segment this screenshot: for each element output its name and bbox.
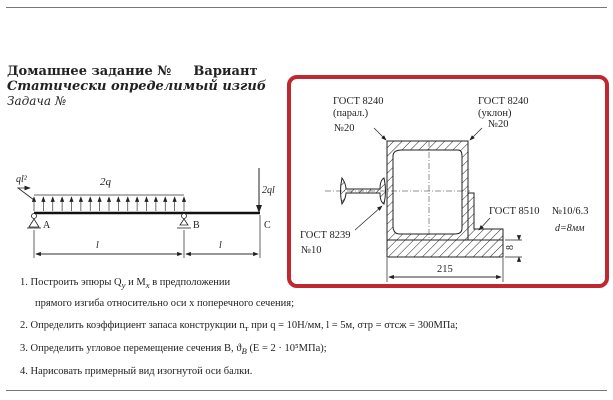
ibeam-profile	[340, 176, 386, 206]
angle-number: №10/6.3	[552, 206, 589, 217]
support-a-label: A	[43, 220, 51, 231]
task-3: 3. Определить угловое перемещение сечени…	[20, 343, 327, 357]
left-channel-number: №20	[334, 123, 355, 134]
left-channel-type: (парал.)	[333, 108, 369, 119]
span2-label: l	[219, 240, 222, 251]
left-channel-gost: ГОСТ 8240	[333, 96, 384, 107]
load-arrows	[31, 196, 187, 211]
right-channel-type: (уклон)	[478, 108, 512, 119]
support-b-label: B	[193, 220, 200, 231]
moment-arrow	[16, 185, 35, 201]
force-label: 2ql	[262, 185, 275, 196]
moment-label: ql²	[16, 174, 28, 185]
beam-diagram: 2q ql² 2ql A B C l l	[16, 168, 275, 258]
task-1: 1. Построить эпюры Qy и Mx в предположен…	[20, 277, 231, 291]
support-a-icon	[27, 213, 41, 229]
task-2: 2. Определить коэффициент запаса констру…	[20, 320, 458, 334]
section-frame	[287, 75, 609, 288]
angle-thickness: d=8мм	[555, 223, 585, 234]
plate-thickness-label: 8	[505, 245, 516, 250]
subtitle: Статически определимый изгиб	[7, 79, 267, 94]
task-number: Задача №	[7, 94, 67, 108]
ibeam-gost: ГОСТ 8239	[300, 230, 351, 241]
plate	[386, 239, 504, 258]
bottom-rule	[6, 390, 607, 391]
ibeam-number: №10	[301, 245, 322, 256]
dimension-lines	[33, 215, 261, 258]
channels	[386, 140, 469, 241]
task-4: 4. Нарисовать примерный вид изогнутой ос…	[20, 366, 253, 377]
plate-width-label: 215	[437, 264, 453, 275]
top-rule	[6, 7, 607, 8]
task-1-cont: прямого изгиба относительно оси x попере…	[35, 298, 294, 309]
cross-section: ГОСТ 8240 (парал.) №20 ГОСТ 8240 (уклон)…	[300, 96, 589, 282]
right-channel-number: №20	[488, 119, 509, 130]
load-label: 2q	[100, 176, 112, 188]
right-channel-gost: ГОСТ 8240	[478, 96, 529, 107]
span1-label: l	[96, 240, 99, 251]
angle-gost: ГОСТ 8510	[489, 206, 540, 217]
point-c-label: C	[264, 220, 271, 231]
support-b-icon	[177, 213, 191, 229]
